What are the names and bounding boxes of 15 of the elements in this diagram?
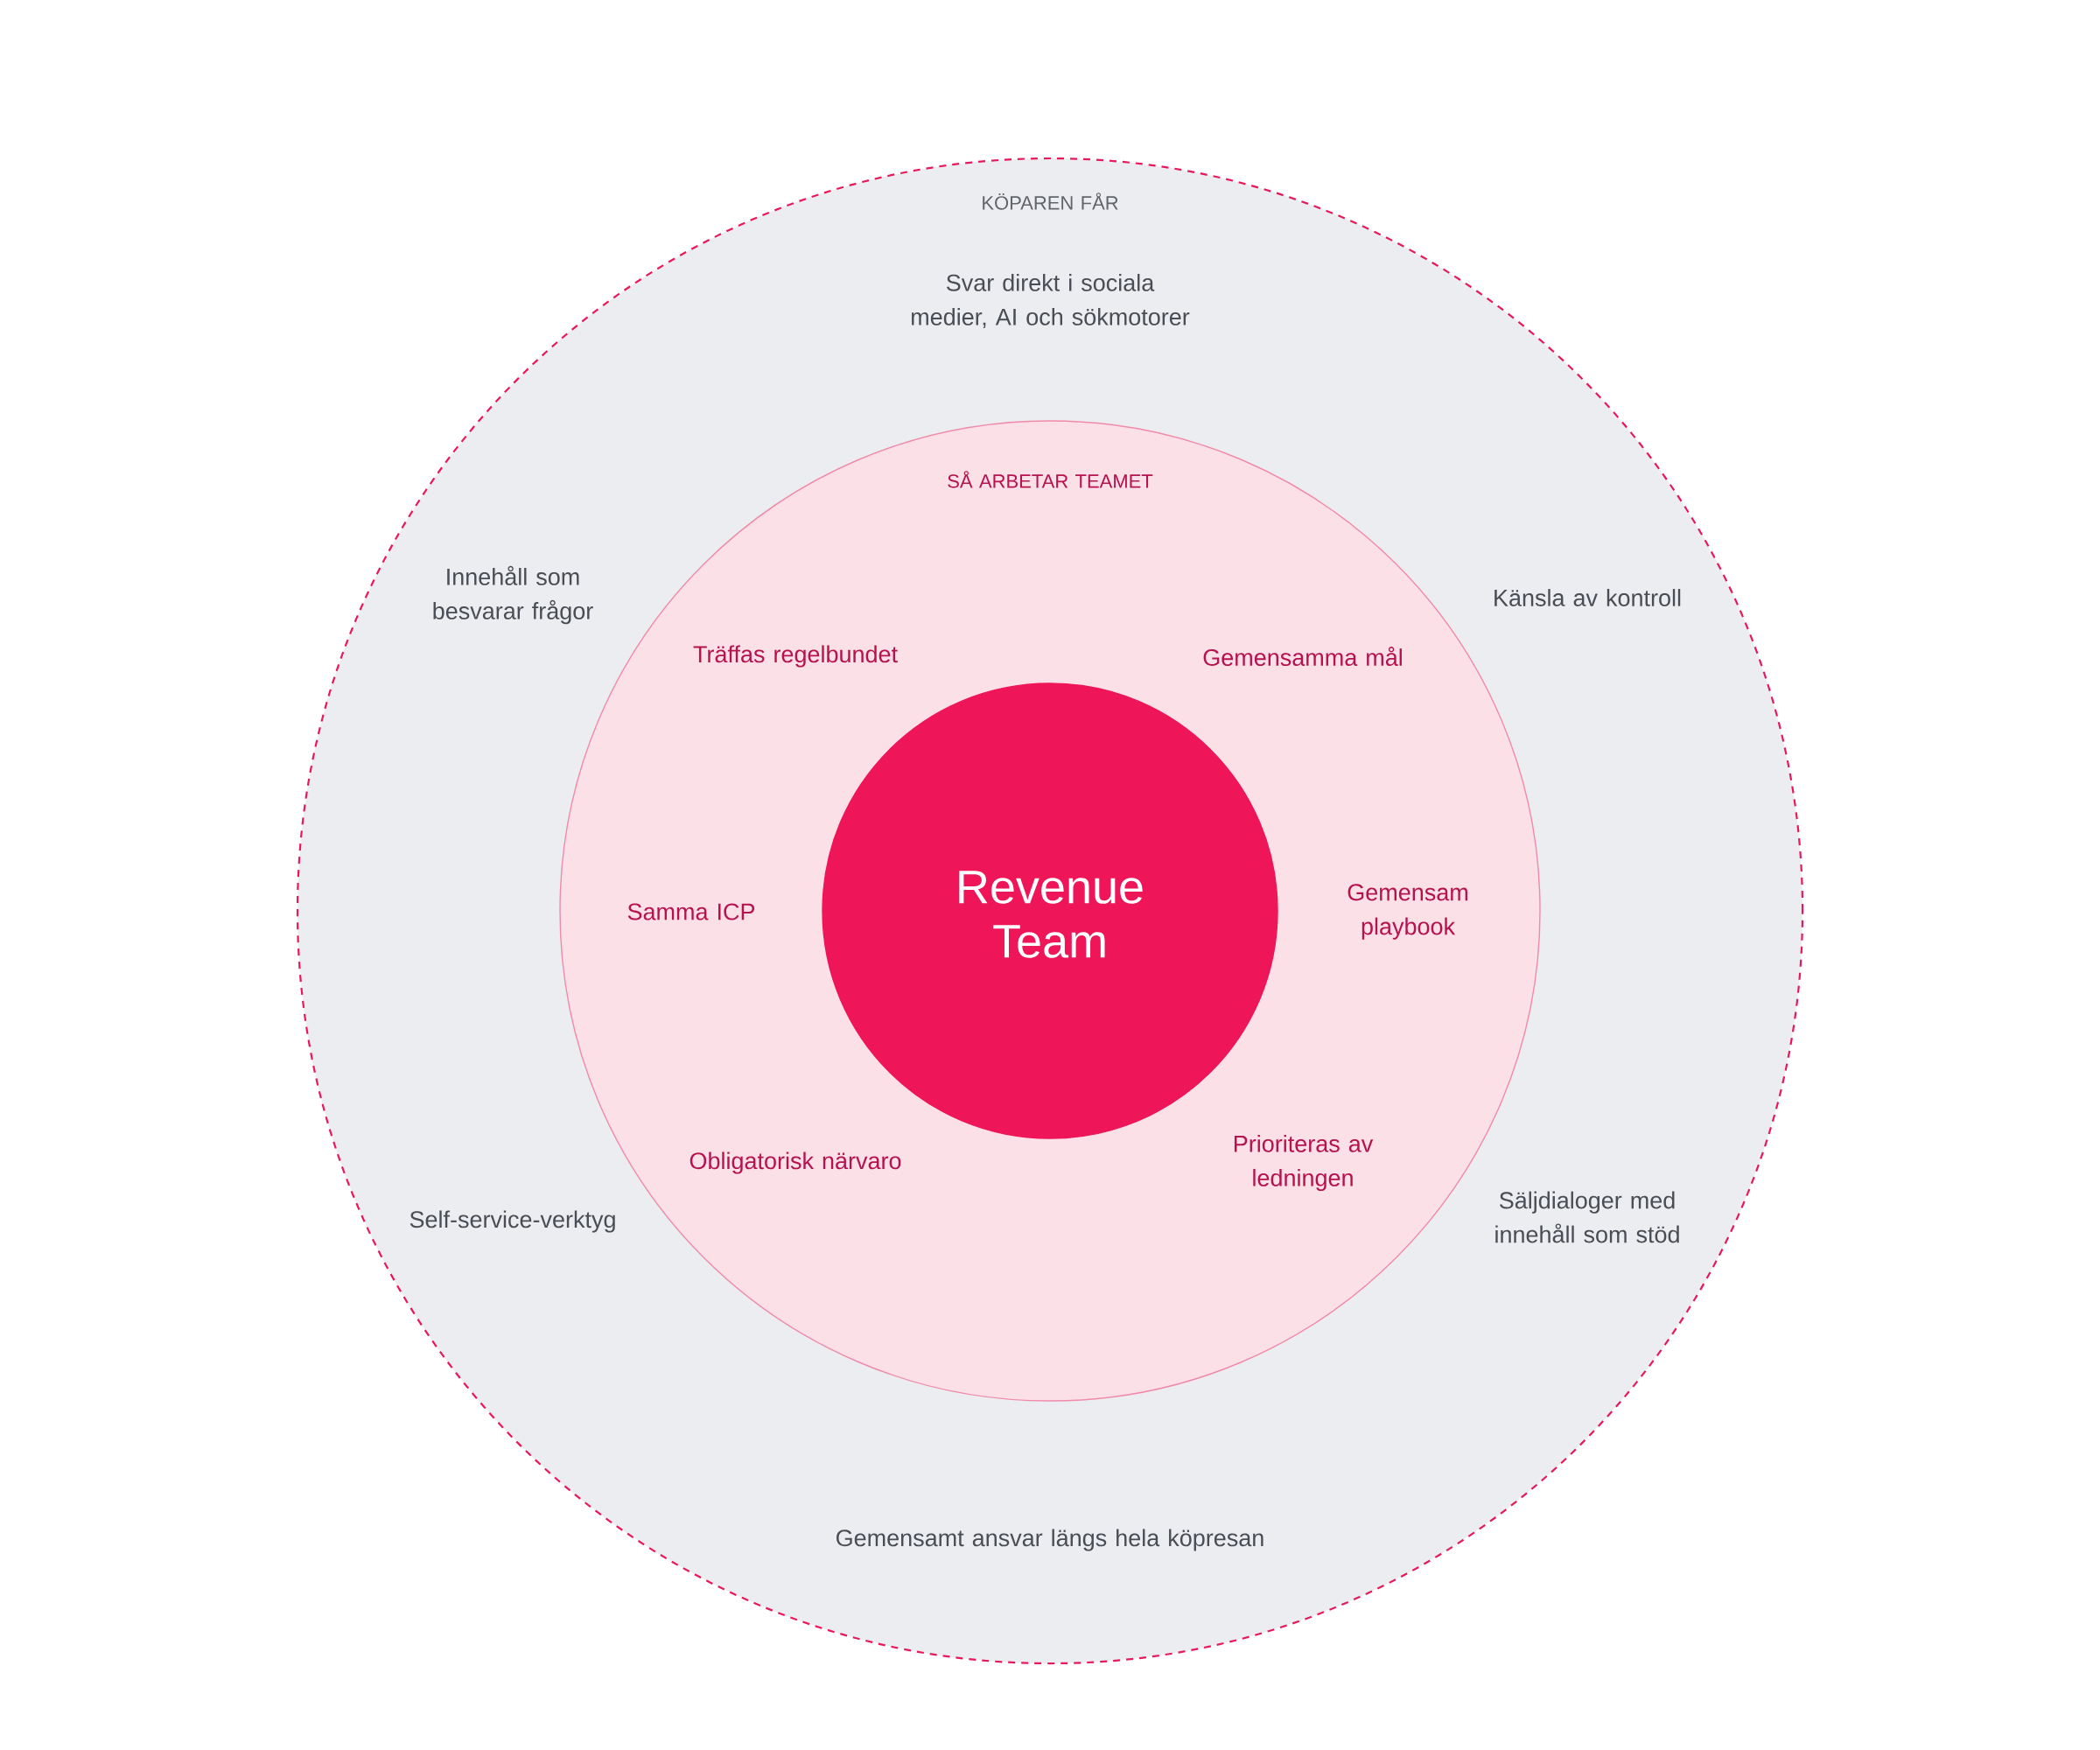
ring-label: Känsla av kontroll [1494,589,1681,606]
ring-label: Samma ICP [627,903,755,920]
ring-label: Innehåll som besvarar frågor [433,565,593,625]
ring-label: Gemensamt ansvar längs hela köpresan [836,1529,1264,1551]
ring-label: Gemensam playbook [1348,884,1467,940]
ring-label: Prioriteras av ledningen [1234,1134,1374,1192]
center-label: Revenue Team [959,871,1143,958]
ring-label: Säljdialoger med innehåll som stöd [1495,1191,1679,1243]
ring-label: Gemensamma mål [1203,647,1402,667]
ring-label: Obligatorisk närvaro [690,1152,901,1174]
ring-label: Self-service-verktyg [410,1210,615,1233]
ring-label: Träffas regelbundet [693,645,898,668]
ring-heading: SÅ ARBETAR TEAMET [948,471,1153,488]
ring-heading: KÖPAREN FÅR [983,192,1118,210]
ring-label: Svar direkt i sociala medier, AI och sökmotorer [912,274,1190,328]
